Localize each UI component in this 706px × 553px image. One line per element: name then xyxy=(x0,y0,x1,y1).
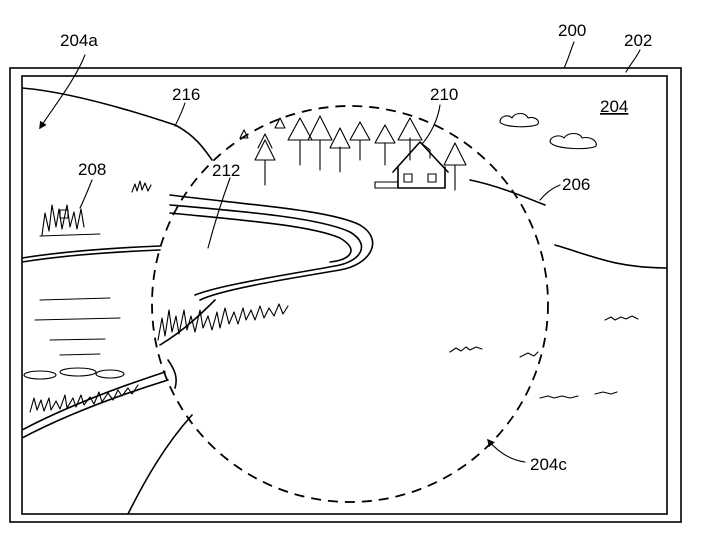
house-icon xyxy=(374,141,449,189)
grass-patch xyxy=(157,303,289,341)
cloud xyxy=(499,112,539,128)
label-208: 208 xyxy=(78,160,106,179)
horizon-line xyxy=(469,179,546,206)
label-206: 206 xyxy=(562,175,590,194)
label-216: 216 xyxy=(172,85,200,104)
label-200: 200 xyxy=(558,21,586,40)
right-hill-line xyxy=(554,244,667,269)
path-line xyxy=(127,414,193,514)
label-212: 212 xyxy=(212,161,240,180)
inner-lake-shore xyxy=(169,194,374,301)
label-204a: 204a xyxy=(60,31,98,50)
tree-cluster xyxy=(239,115,467,191)
label-202: 202 xyxy=(624,31,652,50)
label-210: 210 xyxy=(430,85,458,104)
lake-bottom-shore xyxy=(22,371,166,431)
hill-line xyxy=(22,87,213,161)
magnified-region xyxy=(157,115,467,389)
shore-grass xyxy=(29,384,139,413)
device-frame xyxy=(9,67,682,523)
cloud xyxy=(549,132,597,150)
rock xyxy=(23,370,57,380)
display-frame xyxy=(21,75,668,515)
object-bush xyxy=(39,204,101,237)
label-204c: 204c xyxy=(530,455,567,474)
magnification-circle xyxy=(151,105,549,503)
label-204: 204 xyxy=(600,97,628,116)
lake-top-shore xyxy=(22,245,161,259)
